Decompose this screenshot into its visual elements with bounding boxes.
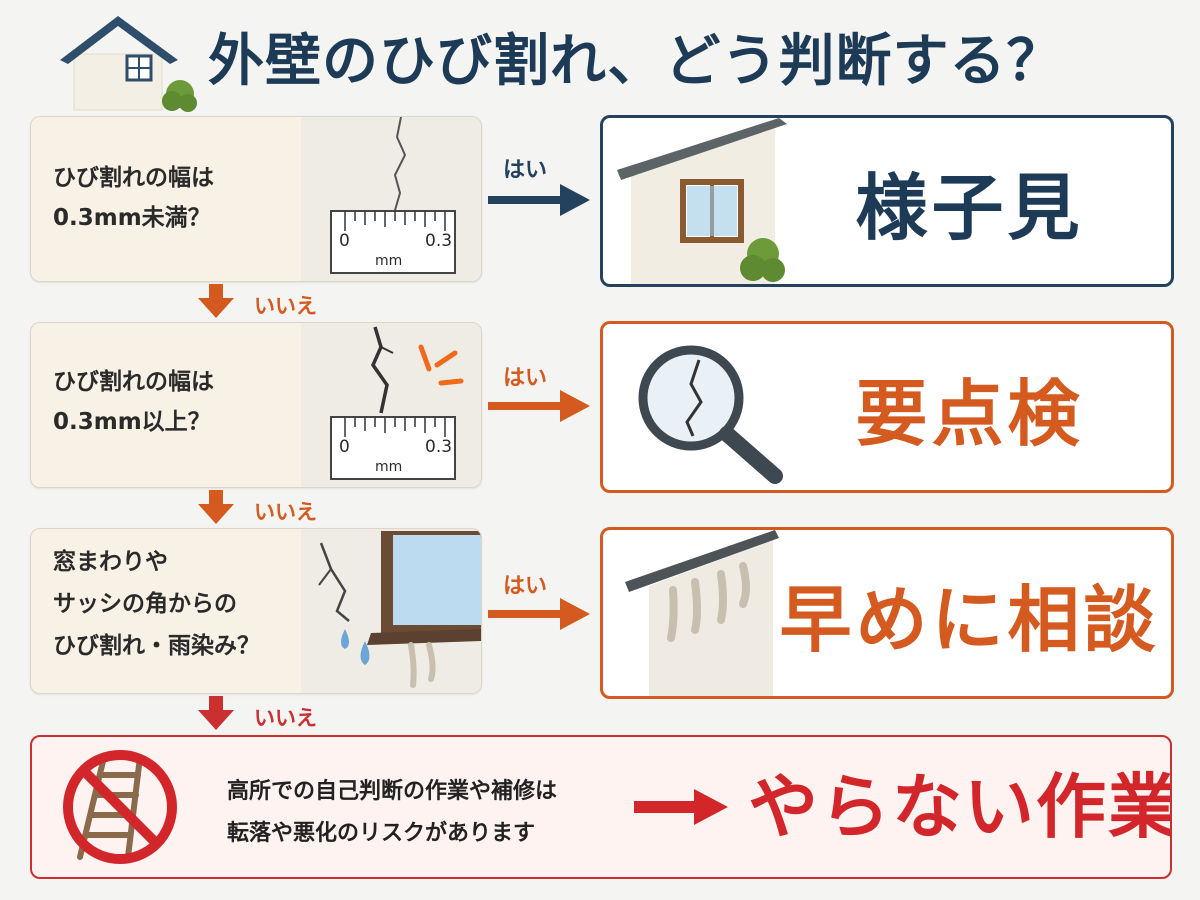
ruler-1-unit: mm (375, 253, 403, 269)
question-2-line-2: 0.3mm以上？ (53, 409, 211, 435)
no-label-1: いいえ (254, 294, 317, 318)
question-3-line-3: ひび割れ・雨染み？ (53, 633, 260, 659)
house-logo-icon (60, 16, 197, 112)
final-text-line-2: 転落や悪化のリスクがあります (227, 821, 536, 846)
magnifier-icon (638, 345, 783, 484)
yes-label-1: はい (503, 158, 548, 183)
ruler-2-max: 0.3 (425, 437, 453, 457)
no-ladder-icon (63, 750, 177, 864)
ruler-2-min: 0 (339, 437, 350, 457)
hairline-crack-ruler-icon (301, 117, 481, 281)
question-1-line-2: 0.3mm未満？ (53, 205, 211, 231)
yes-arrow-2-icon (488, 390, 590, 422)
question-box-1: ひび割れの幅は 0.3mm未満？ 0 0.3 mm (30, 116, 482, 282)
stained-wall-icon (625, 530, 779, 696)
question-1-line-1: ひび割れの幅は (53, 165, 214, 191)
ruler-1-max: 0.3 (425, 231, 453, 251)
question-box-3: 窓まわりや サッシの角からの ひび割れ・雨染み？ (30, 528, 482, 694)
final-text-line-1: 高所での自己判断の作業や補修は (227, 779, 558, 804)
ruler-2-unit: mm (375, 459, 403, 475)
yes-arrow-3-icon (488, 598, 590, 630)
house-wall-icon (617, 118, 787, 284)
yes-label-2: はい (503, 366, 548, 391)
page-title: 外壁のひび割れ、どう判断する？ (208, 29, 1064, 94)
no-label-2: いいえ (254, 500, 317, 524)
window-leak-icon (301, 529, 481, 693)
result-2-label: 要点検 (855, 371, 1084, 456)
no-arrow-2-icon (198, 490, 234, 524)
question-3-line-2: サッシの角からの (53, 591, 237, 617)
result-box-1: 様子見 (600, 115, 1174, 287)
ruler-1-min: 0 (339, 231, 350, 251)
yes-label-3: はい (503, 574, 548, 599)
no-label-3: いいえ (254, 706, 317, 730)
yes-arrow-1-icon (488, 184, 590, 216)
question-box-2: ひび割れの幅は 0.3mm以上？ 0 0.3 mm (30, 322, 482, 488)
wide-crack-ruler-icon (301, 323, 481, 487)
final-arrow-icon (634, 789, 728, 825)
no-arrow-3-icon (198, 696, 234, 730)
final-result-label: やらない作業 (748, 766, 1172, 848)
question-2-line-1: ひび割れの幅は (53, 369, 214, 395)
result-box-3: 早めに相談 (600, 527, 1174, 699)
result-box-2: 要点検 (600, 321, 1174, 493)
result-3-label: 早めに相談 (779, 577, 1160, 662)
no-arrow-1-icon (198, 284, 234, 318)
question-3-line-1: 窓まわりや (53, 549, 168, 575)
final-warning-box: 高所での自己判断の作業や補修は 転落や悪化のリスクがあります やらない作業 (30, 735, 1172, 879)
result-1-label: 様子見 (855, 165, 1084, 250)
